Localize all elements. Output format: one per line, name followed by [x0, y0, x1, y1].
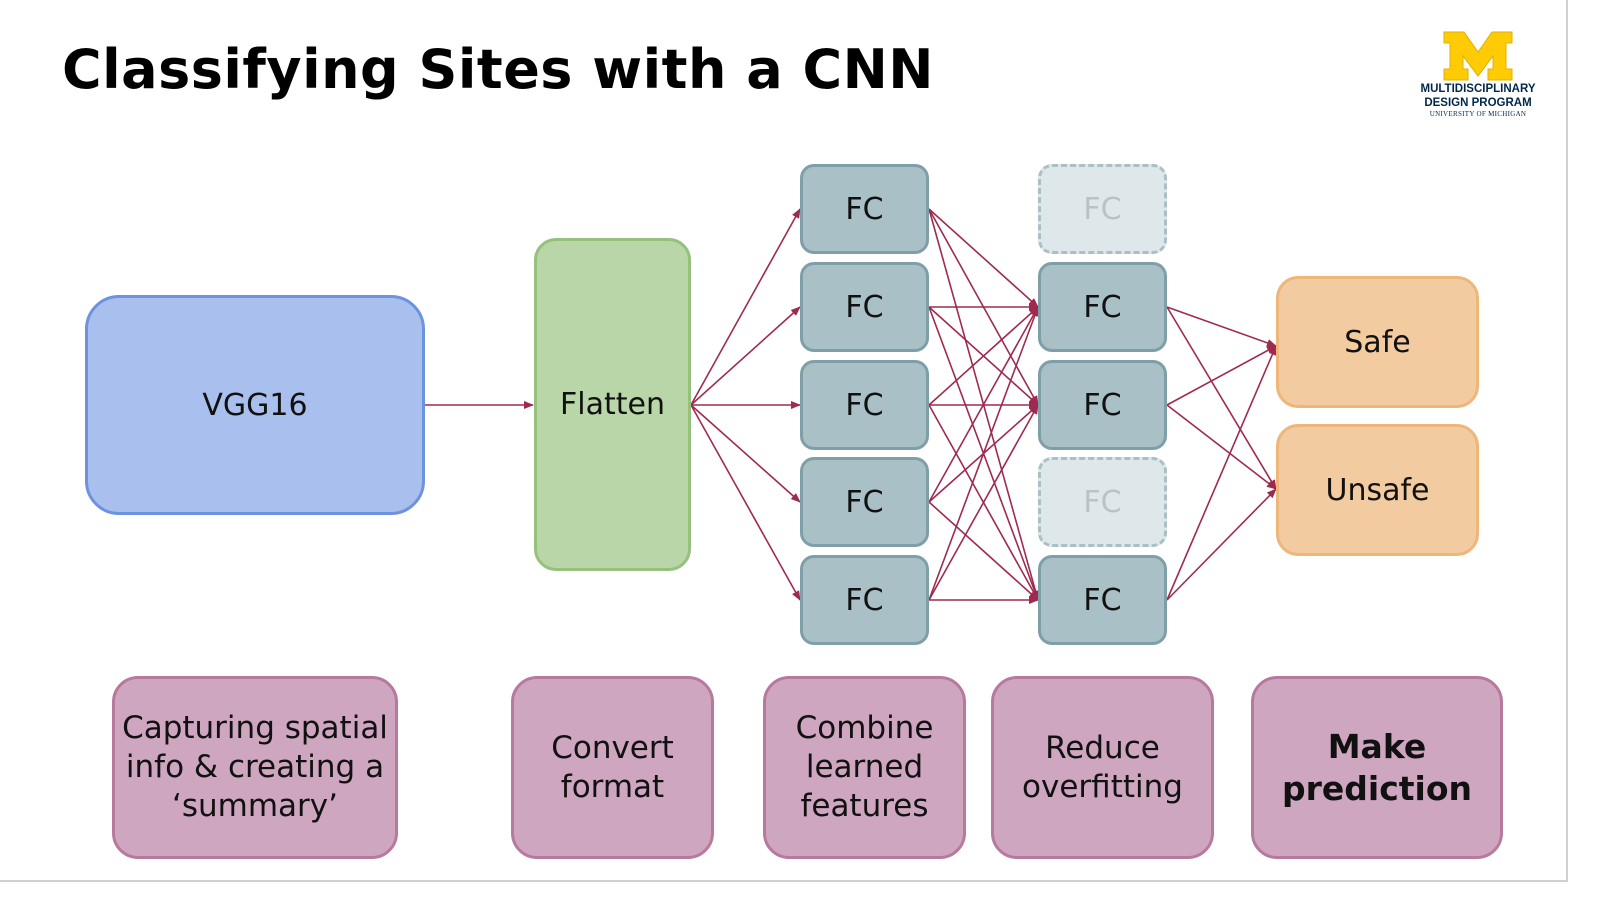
arrow-fc1-2-to-fc2-3 — [928, 306, 1039, 406]
arrow-fc1-2-to-fc2-5 — [928, 306, 1039, 601]
connection-arrows — [425, 208, 1277, 604]
arrow-fc2-5-to-output-1 — [1166, 345, 1277, 601]
logo-line-3: UNIVERSITY OF MICHIGAN — [1429, 110, 1527, 118]
arrow-fc2-3-to-output-2 — [1166, 404, 1277, 490]
arrow-fc1-3-to-fc2-5 — [928, 404, 1039, 601]
arrow-fc2-3-to-output-1 — [1166, 345, 1277, 406]
fc1-node-2: FC — [800, 262, 929, 352]
vgg16-block: VGG16 — [85, 295, 425, 515]
arrow-flatten-to-fc1-1 — [690, 208, 801, 406]
logo-line-1: MULTIDISCIPLINARY — [1420, 83, 1536, 95]
fc2-node-5: FC — [1038, 555, 1167, 645]
caption-vgg16: Capturing spatial info & creating a ‘sum… — [112, 676, 398, 859]
caption-output: Make prediction — [1251, 676, 1503, 859]
arrow-fc1-4-to-fc2-5 — [928, 501, 1039, 601]
arrow-fc1-1-to-fc2-3 — [928, 208, 1039, 406]
slide: Classifying Sites with a CNN MULTIDISCIP… — [0, 0, 1568, 882]
fc1-node-1: FC — [800, 164, 929, 254]
caption-fc2: Reduce overfitting — [991, 676, 1214, 859]
slide-title: Classifying Sites with a CNN — [62, 38, 934, 101]
block-m-icon — [1443, 31, 1513, 81]
output-safe: Safe — [1276, 276, 1479, 408]
arrow-flatten-to-fc1-4 — [690, 404, 801, 503]
fc1-node-5: FC — [800, 555, 929, 645]
caption-flatten: Convert format — [511, 676, 714, 859]
arrow-flatten-to-fc1-2 — [690, 306, 801, 406]
output-unsafe: Unsafe — [1276, 424, 1479, 556]
fc1-node-3: FC — [800, 360, 929, 450]
fc2-node-4: FC — [1038, 457, 1167, 547]
fc2-node-2: FC — [1038, 262, 1167, 352]
fc1-node-4: FC — [800, 457, 929, 547]
fc2-node-3: FC — [1038, 360, 1167, 450]
arrow-fc1-1-to-fc2-2 — [928, 208, 1039, 308]
arrow-fc1-1-to-fc2-5 — [928, 208, 1040, 601]
mdp-logo: MULTIDISCIPLINARY DESIGN PROGRAM UNIVERS… — [1418, 30, 1538, 118]
arrow-fc2-2-to-output-1 — [1166, 306, 1277, 347]
flatten-block: Flatten — [534, 238, 691, 571]
arrow-fc2-5-to-output-2 — [1166, 488, 1277, 601]
fc2-node-1: FC — [1038, 164, 1167, 254]
arrow-fc2-2-to-output-2 — [1166, 306, 1277, 490]
arrow-flatten-to-fc1-5 — [690, 404, 801, 601]
logo-line-2: DESIGN PROGRAM — [1424, 97, 1532, 109]
caption-fc1: Combine learned features — [763, 676, 966, 859]
